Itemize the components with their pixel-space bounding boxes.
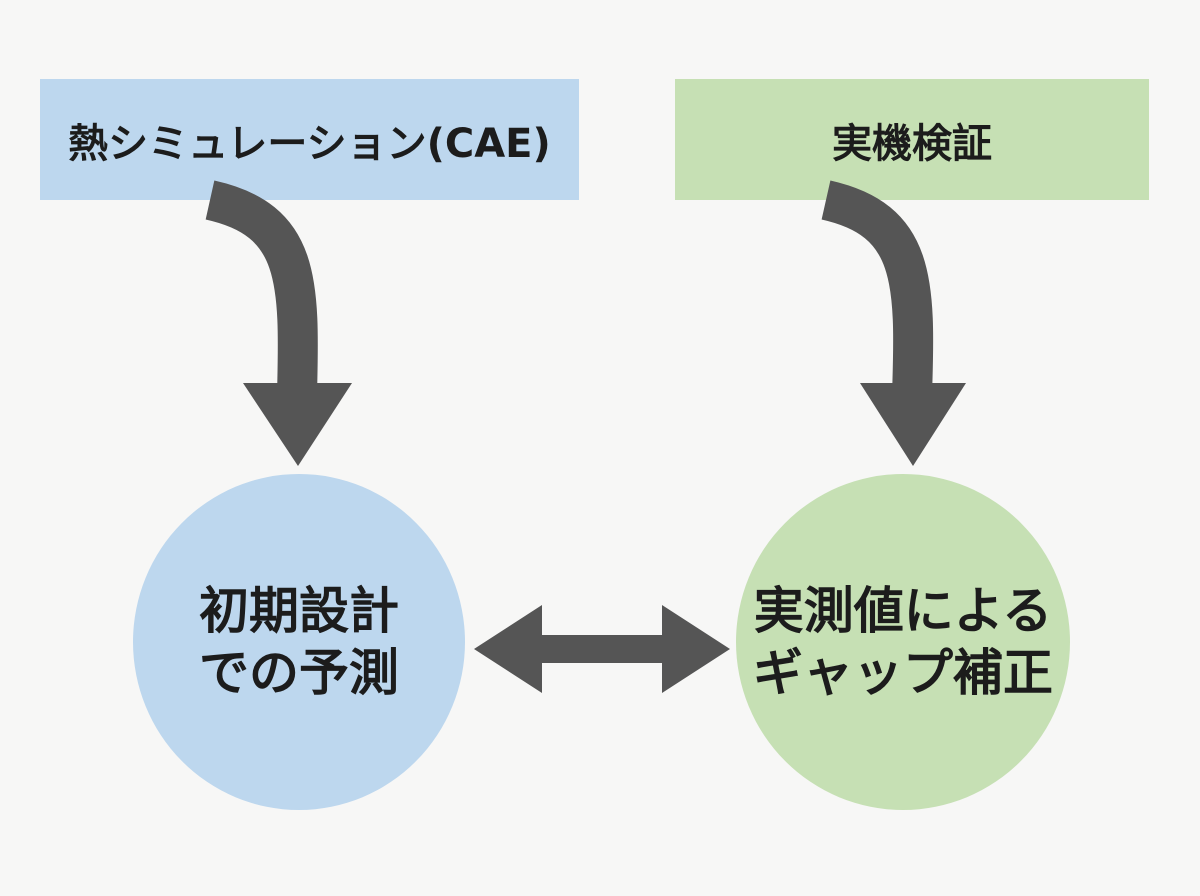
bidirectional-arrow <box>474 605 730 693</box>
physical-verification-box: 実機検証 <box>675 79 1149 200</box>
gap-correction-circle: 実測値による ギャップ補正 <box>736 474 1070 810</box>
physical-verification-label: 実機検証 <box>832 120 992 167</box>
right-down-arrow-head <box>860 383 966 466</box>
gap-correction-line1: 実測値による <box>753 581 1053 640</box>
gap-correction-line2: ギャップ補正 <box>753 644 1053 702</box>
initial-design-line2: での予測 <box>199 644 399 702</box>
right-down-arrow-shaft <box>821 180 934 396</box>
left-down-arrow-shaft <box>205 180 318 396</box>
left-down-arrow-head <box>243 383 352 466</box>
initial-design-line1: 初期設計 <box>199 581 399 640</box>
cae-simulation-box: 熱シミュレーション(CAE) <box>40 79 579 200</box>
cae-simulation-label: 熱シミュレーション(CAE) <box>68 120 551 167</box>
initial-design-prediction-circle: 初期設計 での予測 <box>133 474 465 810</box>
